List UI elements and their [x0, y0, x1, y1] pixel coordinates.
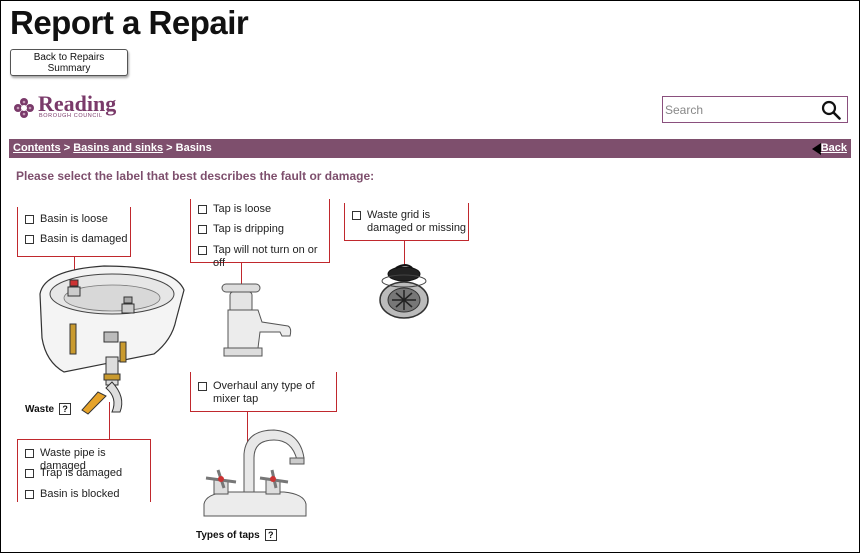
- back-arrow-icon: [812, 143, 821, 155]
- checkbox[interactable]: [25, 490, 34, 499]
- checkbox[interactable]: [198, 382, 207, 391]
- mixer-tap-illustration: [203, 429, 307, 517]
- search-input[interactable]: [665, 99, 815, 120]
- logo-subtitle: BOROUGH COUNCIL: [39, 113, 103, 119]
- checkbox[interactable]: [25, 449, 34, 458]
- basin-options-box: Basin is loose Basin is damaged: [17, 207, 131, 257]
- mixer-options-box: Overhaul any type of mixer tap: [190, 372, 337, 412]
- logo-name: Reading: [38, 91, 117, 116]
- leader-line: [404, 241, 405, 265]
- logo-flower-icon: [14, 98, 34, 118]
- breadcrumb: Contents > Basins and sinks > Basins Bac…: [9, 139, 851, 158]
- instruction-text: Please select the label that best descri…: [16, 169, 375, 183]
- reading-logo[interactable]: Reading BOROUGH COUNCIL: [12, 91, 122, 122]
- option-waste-grid-damaged[interactable]: Waste grid is damaged or missing: [352, 209, 467, 235]
- tap-illustration: [221, 283, 292, 357]
- waste-options-box: Waste pipe is damaged Trap is damaged Ba…: [17, 439, 151, 502]
- breadcrumb-contents-link[interactable]: Contents: [13, 142, 61, 154]
- waste-grid-illustration: [379, 264, 429, 319]
- option-overhaul-mixer-tap[interactable]: Overhaul any type of mixer tap: [198, 380, 333, 406]
- option-tap-will-not-turn[interactable]: Tap will not turn on or off: [198, 244, 329, 270]
- leader-line: [247, 412, 248, 448]
- page-title: Report a Repair: [10, 4, 249, 41]
- option-trap-damaged[interactable]: Trap is damaged: [25, 467, 122, 480]
- waste-help-label: Waste ?: [25, 403, 72, 415]
- option-basin-is-damaged[interactable]: Basin is damaged: [25, 233, 127, 246]
- search-box: [662, 96, 848, 123]
- option-tap-is-dripping[interactable]: Tap is dripping: [198, 223, 284, 236]
- checkbox[interactable]: [25, 469, 34, 478]
- waste-help-button[interactable]: ?: [59, 403, 72, 415]
- breadcrumb-current: Basins: [175, 142, 212, 154]
- basin-illustration: [39, 265, 185, 415]
- checkbox[interactable]: [198, 246, 207, 255]
- breadcrumb-separator: >: [166, 142, 173, 154]
- back-link[interactable]: Back: [820, 142, 847, 154]
- option-waste-pipe-damaged[interactable]: Waste pipe is damaged: [25, 447, 150, 473]
- option-tap-is-loose[interactable]: Tap is loose: [198, 203, 271, 216]
- types-of-taps-help-button[interactable]: ?: [264, 529, 277, 541]
- tap-options-box: Tap is loose Tap is dripping Tap will no…: [190, 199, 330, 269]
- search-icon[interactable]: [821, 100, 841, 120]
- leader-line: [241, 263, 242, 285]
- breadcrumb-separator: >: [63, 142, 71, 154]
- checkbox[interactable]: [352, 211, 361, 220]
- waste-label: Waste: [25, 403, 55, 415]
- checkbox[interactable]: [25, 235, 34, 244]
- option-basin-is-loose[interactable]: Basin is loose: [25, 213, 108, 226]
- leader-line: [109, 402, 110, 439]
- types-of-taps-help-label: Types of taps ?: [196, 529, 277, 541]
- back-to-repairs-summary-button[interactable]: Back to Repairs Summary: [10, 49, 128, 76]
- option-basin-blocked[interactable]: Basin is blocked: [25, 488, 120, 501]
- leader-line: [74, 257, 75, 277]
- checkbox[interactable]: [198, 205, 207, 214]
- types-of-taps-label: Types of taps: [196, 529, 260, 541]
- breadcrumb-basins-and-sinks-link[interactable]: Basins and sinks: [73, 142, 164, 154]
- checkbox[interactable]: [198, 225, 207, 234]
- waste-grid-options-box: Waste grid is damaged or missing: [344, 203, 469, 241]
- checkbox[interactable]: [25, 215, 34, 224]
